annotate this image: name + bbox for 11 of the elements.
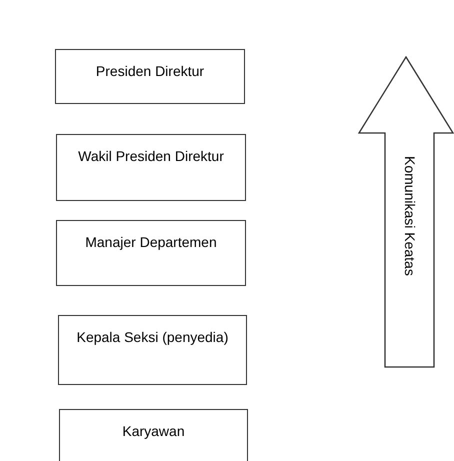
- level-title: Presiden Direktur: [96, 62, 204, 81]
- org-level-box: [58, 315, 247, 385]
- org-level-box: [59, 409, 248, 461]
- level-title: Manajer Departemen: [85, 233, 217, 252]
- level-title: Karyawan: [122, 422, 185, 441]
- org-level-box: [56, 134, 246, 201]
- org-level-box: [56, 220, 246, 286]
- org-level-box: [55, 49, 245, 104]
- level-title: Wakil Presiden Direktur: [78, 147, 224, 166]
- level-title: Kepala Seksi (penyedia): [76, 328, 228, 347]
- arrow-label: Komunikasi Keatas: [401, 156, 419, 276]
